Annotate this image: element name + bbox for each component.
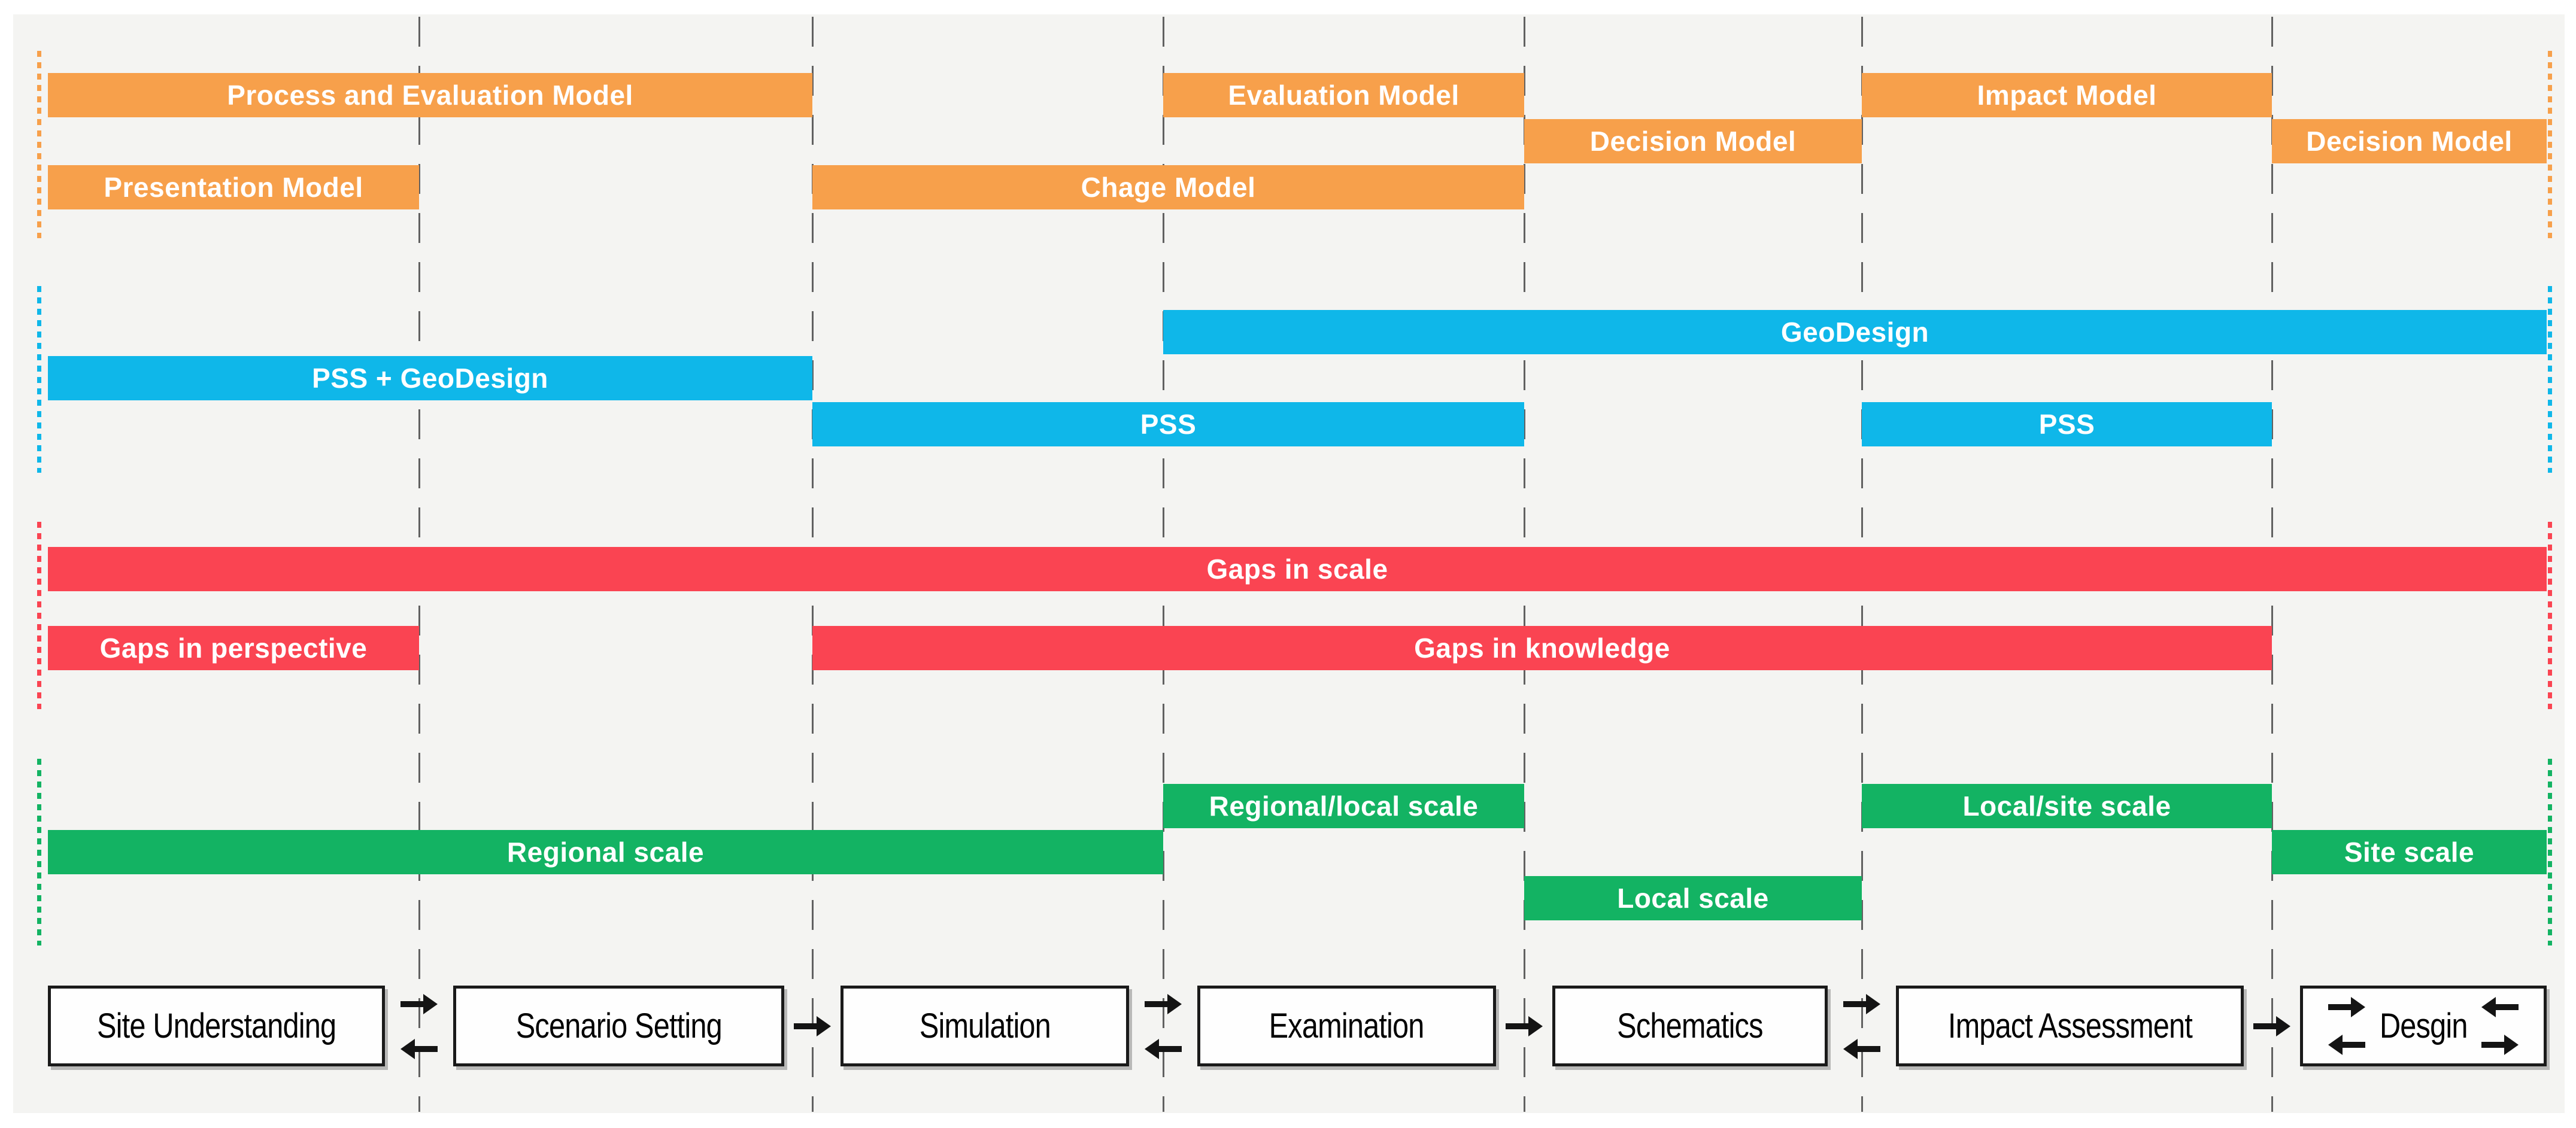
model-layer-bar: Presentation Model	[48, 165, 419, 209]
process-stage-box: Site Understanding	[48, 986, 385, 1066]
model-layer-right-edge-dotted-line	[2548, 51, 2552, 238]
arrow-right-icon	[2481, 1035, 2519, 1055]
bar-label: Site scale	[2344, 837, 2475, 868]
arrow-right-icon	[2253, 1016, 2290, 1036]
system-layer-right-edge-dotted-line	[2548, 286, 2552, 473]
model-layer-bar: Chage Model	[812, 165, 1524, 209]
process-stage-label: Simulation	[919, 1007, 1051, 1045]
scale-layer-bar: Local scale	[1524, 876, 1862, 920]
scale-layer-left-edge-dotted-line	[37, 759, 41, 945]
arrow-left-icon	[2328, 1035, 2365, 1055]
arrow-right-icon	[2328, 997, 2365, 1017]
gaps-layer-bar: Gaps in knowledge	[812, 626, 2272, 670]
bar-label: Gaps in knowledge	[1414, 633, 1670, 664]
process-stage-label: Impact Assessment	[1947, 1007, 2192, 1045]
arrow-left-icon	[1145, 1039, 1182, 1059]
process-stage-label: Site Understanding	[96, 1007, 336, 1045]
process-stage-label: Examination	[1269, 1007, 1425, 1045]
process-stage-label: Schematics	[1617, 1007, 1763, 1045]
arrow-left-icon	[1843, 1039, 1880, 1059]
arrow-right-icon	[1145, 994, 1182, 1014]
system-layer-bar: PSS + GeoDesign	[48, 356, 812, 400]
arrow-right-icon	[1506, 1016, 1543, 1036]
gaps-layer-bar: Gaps in perspective	[48, 626, 419, 670]
gaps-layer-bar: Gaps in scale	[48, 547, 2547, 591]
bar-label: Decision Model	[1589, 126, 1797, 157]
process-stage-box: Desgin	[2300, 986, 2547, 1066]
process-stage-label: Desgin	[2379, 1007, 2468, 1045]
bar-label: Decision Model	[2306, 126, 2513, 157]
process-stage-label: Scenario Setting	[515, 1007, 722, 1045]
bar-label: PSS + GeoDesign	[312, 363, 548, 394]
bar-label: Regional/local scale	[1209, 790, 1479, 822]
bar-label: Presentation Model	[104, 172, 363, 203]
arrow-right-icon	[400, 994, 438, 1014]
system-layer-bar: GeoDesign	[1163, 310, 2547, 354]
bar-label: Regional scale	[506, 837, 705, 868]
process-stage-box: Impact Assessment	[1896, 986, 2244, 1066]
system-layer-left-edge-dotted-line	[37, 286, 41, 473]
scale-layer-bar: Regional/local scale	[1163, 784, 1524, 828]
process-stage-box: Examination	[1197, 986, 1496, 1066]
process-stage-box: Simulation	[841, 986, 1129, 1066]
model-layer-bar: Evaluation Model	[1163, 73, 1524, 117]
arrow-left-icon	[400, 1039, 438, 1059]
bar-label: GeoDesign	[1780, 317, 1929, 348]
system-layer-bar: PSS	[812, 402, 1524, 446]
arrow-right-icon	[794, 1016, 831, 1036]
gaps-layer-right-edge-dotted-line	[2548, 522, 2552, 709]
system-layer-bar: PSS	[1862, 402, 2272, 446]
scale-layer-bar: Regional scale	[48, 830, 1163, 874]
arrow-left-icon	[2481, 997, 2519, 1017]
bar-label: Local scale	[1617, 883, 1769, 914]
bar-label: Local/site scale	[1962, 790, 2171, 822]
process-stage-box: Scenario Setting	[453, 986, 784, 1066]
bar-label: PSS	[1140, 409, 1197, 440]
model-layer-bar: Decision Model	[1524, 119, 1862, 163]
bar-label: Gaps in perspective	[99, 633, 368, 664]
model-layer-bar: Process and Evaluation Model	[48, 73, 812, 117]
bar-label: Chage Model	[1081, 172, 1256, 203]
model-layer-bar: Decision Model	[2272, 119, 2547, 163]
process-stage-box: Schematics	[1552, 986, 1828, 1066]
bar-label: PSS	[2038, 409, 2095, 440]
bar-label: Evaluation Model	[1228, 80, 1460, 111]
model-layer-left-edge-dotted-line	[37, 51, 41, 238]
bar-label: Gaps in scale	[1206, 554, 1388, 585]
arrow-right-icon	[1843, 994, 1880, 1014]
bar-label: Process and Evaluation Model	[227, 80, 633, 111]
model-layer-bar: Impact Model	[1862, 73, 2272, 117]
gaps-layer-left-edge-dotted-line	[37, 522, 41, 709]
scale-layer-bar: Site scale	[2272, 830, 2547, 874]
scale-layer-bar: Local/site scale	[1862, 784, 2272, 828]
bar-label: Impact Model	[1977, 80, 2157, 111]
scale-layer-right-edge-dotted-line	[2548, 759, 2552, 945]
